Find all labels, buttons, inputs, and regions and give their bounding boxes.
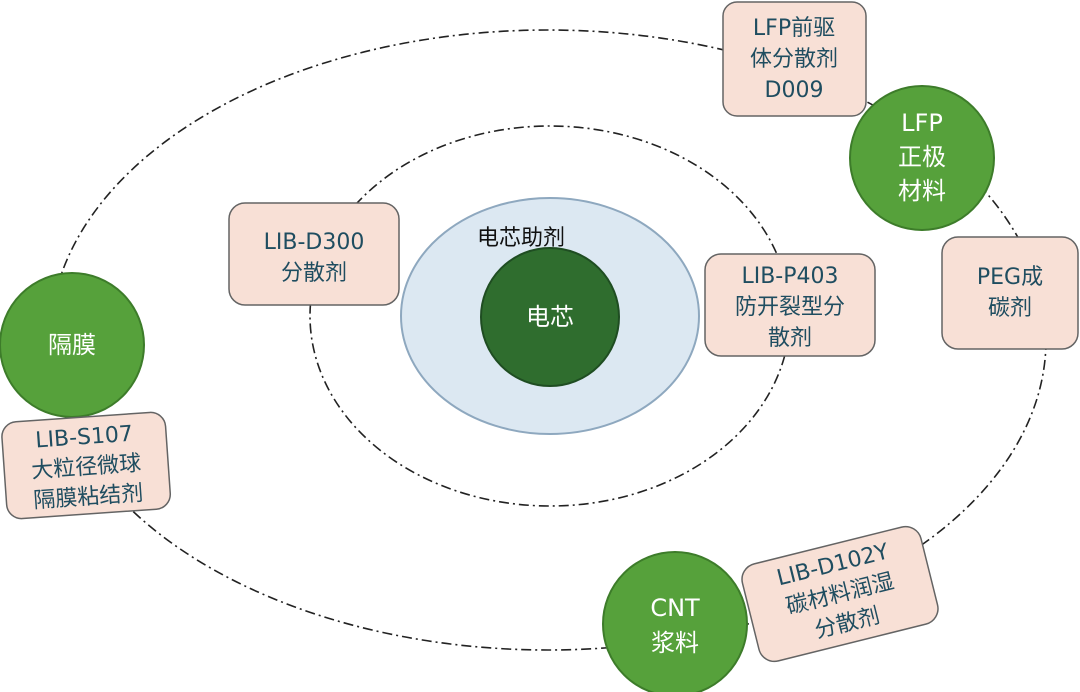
lfp-cathode-line-3: 材料 — [898, 177, 946, 205]
box-lib-d102y-frame — [741, 525, 939, 663]
box-lib-d300-frame — [228, 202, 400, 306]
separator-node — [0, 272, 145, 418]
box-peg: PEG成 碳剂 — [941, 236, 1079, 350]
lfp-cathode-node — [849, 85, 995, 231]
box-lfp-precursor-line-3: D009 — [765, 78, 824, 103]
box-peg-line-1: PEG成 — [977, 265, 1043, 290]
box-lfp-precursor-line-1: LFP前驱 — [753, 16, 835, 41]
box-peg-line-2: 碳剂 — [988, 296, 1032, 321]
battery-core — [480, 247, 620, 387]
box-lib-d300-line-1: LIB-D300 — [264, 230, 365, 255]
cnt-slurry-node — [602, 551, 748, 692]
box-lib-p403-line-1: LIB-P403 — [741, 264, 838, 289]
lfp-cathode-line-1: LFP — [901, 109, 943, 137]
box-lib-p403-frame — [704, 253, 876, 357]
lfp-cathode-line-2: 正极 — [898, 143, 946, 171]
box-peg-frame — [941, 236, 1079, 350]
box-lib-p403: LIB-P403 防开裂型分 散剂 — [704, 253, 876, 357]
box-lib-s107-frame — [1, 411, 172, 520]
box-lfp-precursor-line-2: 体分散剂 — [750, 47, 838, 72]
separator-label: 隔膜 — [48, 331, 96, 359]
box-lfp-precursor: LFP前驱 体分散剂 D009 — [722, 1, 867, 117]
box-lib-s107: LIB-S107 大粒径微球 隔膜粘结剂 — [1, 411, 172, 520]
box-lib-p403-line-2: 防开裂型分 — [735, 295, 845, 320]
battery-additive-label: 电芯助剂 — [477, 226, 565, 251]
box-lib-d102y: LIB-D102Y 碳材料润湿 分散剂 — [741, 525, 939, 663]
battery-core-label: 电芯 — [526, 303, 574, 331]
box-lib-d300-line-2: 分散剂 — [281, 261, 347, 286]
box-lfp-precursor-frame — [722, 1, 867, 117]
box-lib-d300: LIB-D300 分散剂 — [228, 202, 400, 306]
cnt-slurry-line-1: CNT — [650, 594, 700, 622]
box-lib-p403-line-3: 散剂 — [768, 326, 812, 351]
cnt-slurry-line-2: 浆料 — [651, 629, 699, 657]
